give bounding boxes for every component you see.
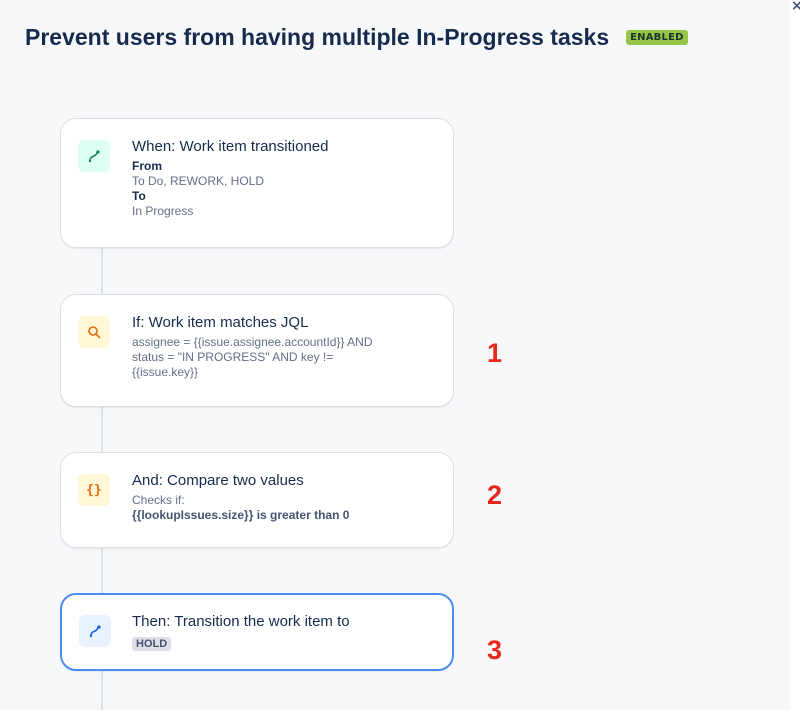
jql-query-line: assignee = {{issue.assignee.accountId}} … bbox=[132, 335, 373, 349]
jql-condition-card[interactable]: If: Work item matches JQL assignee = {{i… bbox=[60, 294, 454, 407]
from-value: To Do, REWORK, HOLD bbox=[132, 174, 265, 188]
to-label: To bbox=[132, 189, 146, 203]
compare-details: And: Compare two values Checks if: {{loo… bbox=[132, 472, 435, 523]
annotation-number: 1 bbox=[487, 338, 503, 368]
panel-edge bbox=[790, 0, 800, 722]
transition-icon bbox=[78, 140, 110, 172]
flow-connector bbox=[101, 247, 103, 295]
trigger-title: When: Work item transitioned bbox=[132, 138, 329, 155]
target-status-lozenge: HOLD bbox=[132, 637, 172, 651]
from-label: From bbox=[132, 159, 162, 173]
transition-icon bbox=[79, 615, 111, 647]
flow-connector bbox=[101, 547, 103, 594]
jql-query-line: status = "IN PROGRESS" AND key != bbox=[132, 350, 334, 364]
panel-bottom-edge bbox=[0, 710, 800, 722]
jql-query-line: {{issue.key}} bbox=[132, 365, 199, 379]
jql-condition-title: If: Work item matches JQL bbox=[132, 314, 309, 331]
action-title: Then: Transition the work item to bbox=[132, 613, 350, 630]
compare-condition-card[interactable]: {} And: Compare two values Checks if: {{… bbox=[60, 452, 454, 548]
flow-connector bbox=[101, 670, 103, 710]
action-card[interactable]: Then: Transition the work item to HOLD bbox=[60, 593, 454, 671]
flow-connector bbox=[101, 406, 103, 453]
compare-label: Checks if: bbox=[132, 493, 185, 507]
rule-header: Prevent users from having multiple In-Pr… bbox=[25, 24, 688, 51]
close-button[interactable]: × bbox=[791, 0, 800, 14]
annotation-number: 2 bbox=[487, 480, 503, 510]
enabled-status-badge: ENABLED bbox=[626, 30, 688, 45]
trigger-card[interactable]: When: Work item transitioned From To Do,… bbox=[60, 118, 454, 248]
braces-icon: {} bbox=[78, 474, 110, 506]
action-details: Then: Transition the work item to HOLD bbox=[132, 613, 434, 652]
jql-details: If: Work item matches JQL assignee = {{i… bbox=[132, 314, 435, 380]
compare-title: And: Compare two values bbox=[132, 472, 304, 489]
search-icon bbox=[78, 316, 110, 348]
rule-title: Prevent users from having multiple In-Pr… bbox=[25, 24, 610, 50]
compare-expression: {{lookupIssues.size}} is greater than 0 bbox=[132, 508, 350, 522]
to-value: In Progress bbox=[132, 204, 194, 218]
trigger-details: When: Work item transitioned From To Do,… bbox=[132, 138, 435, 219]
annotation-number: 3 bbox=[487, 635, 503, 665]
